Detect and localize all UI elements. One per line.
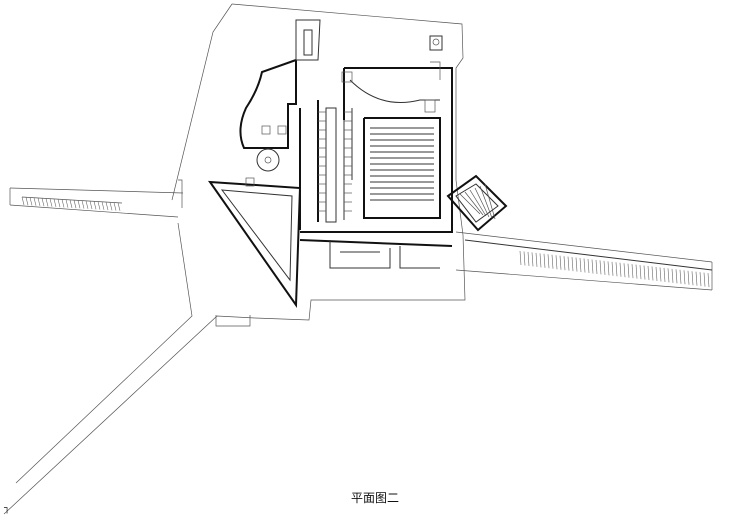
auditorium-seating	[370, 127, 434, 201]
corner-mark: ┐	[4, 503, 11, 514]
right-ramp	[455, 231, 713, 291]
drawing-caption: 平面图二	[350, 491, 399, 505]
site-boundary	[3, 3, 466, 515]
stair-treads	[318, 111, 496, 220]
left-road	[9, 187, 184, 218]
building-walls	[207, 19, 508, 309]
